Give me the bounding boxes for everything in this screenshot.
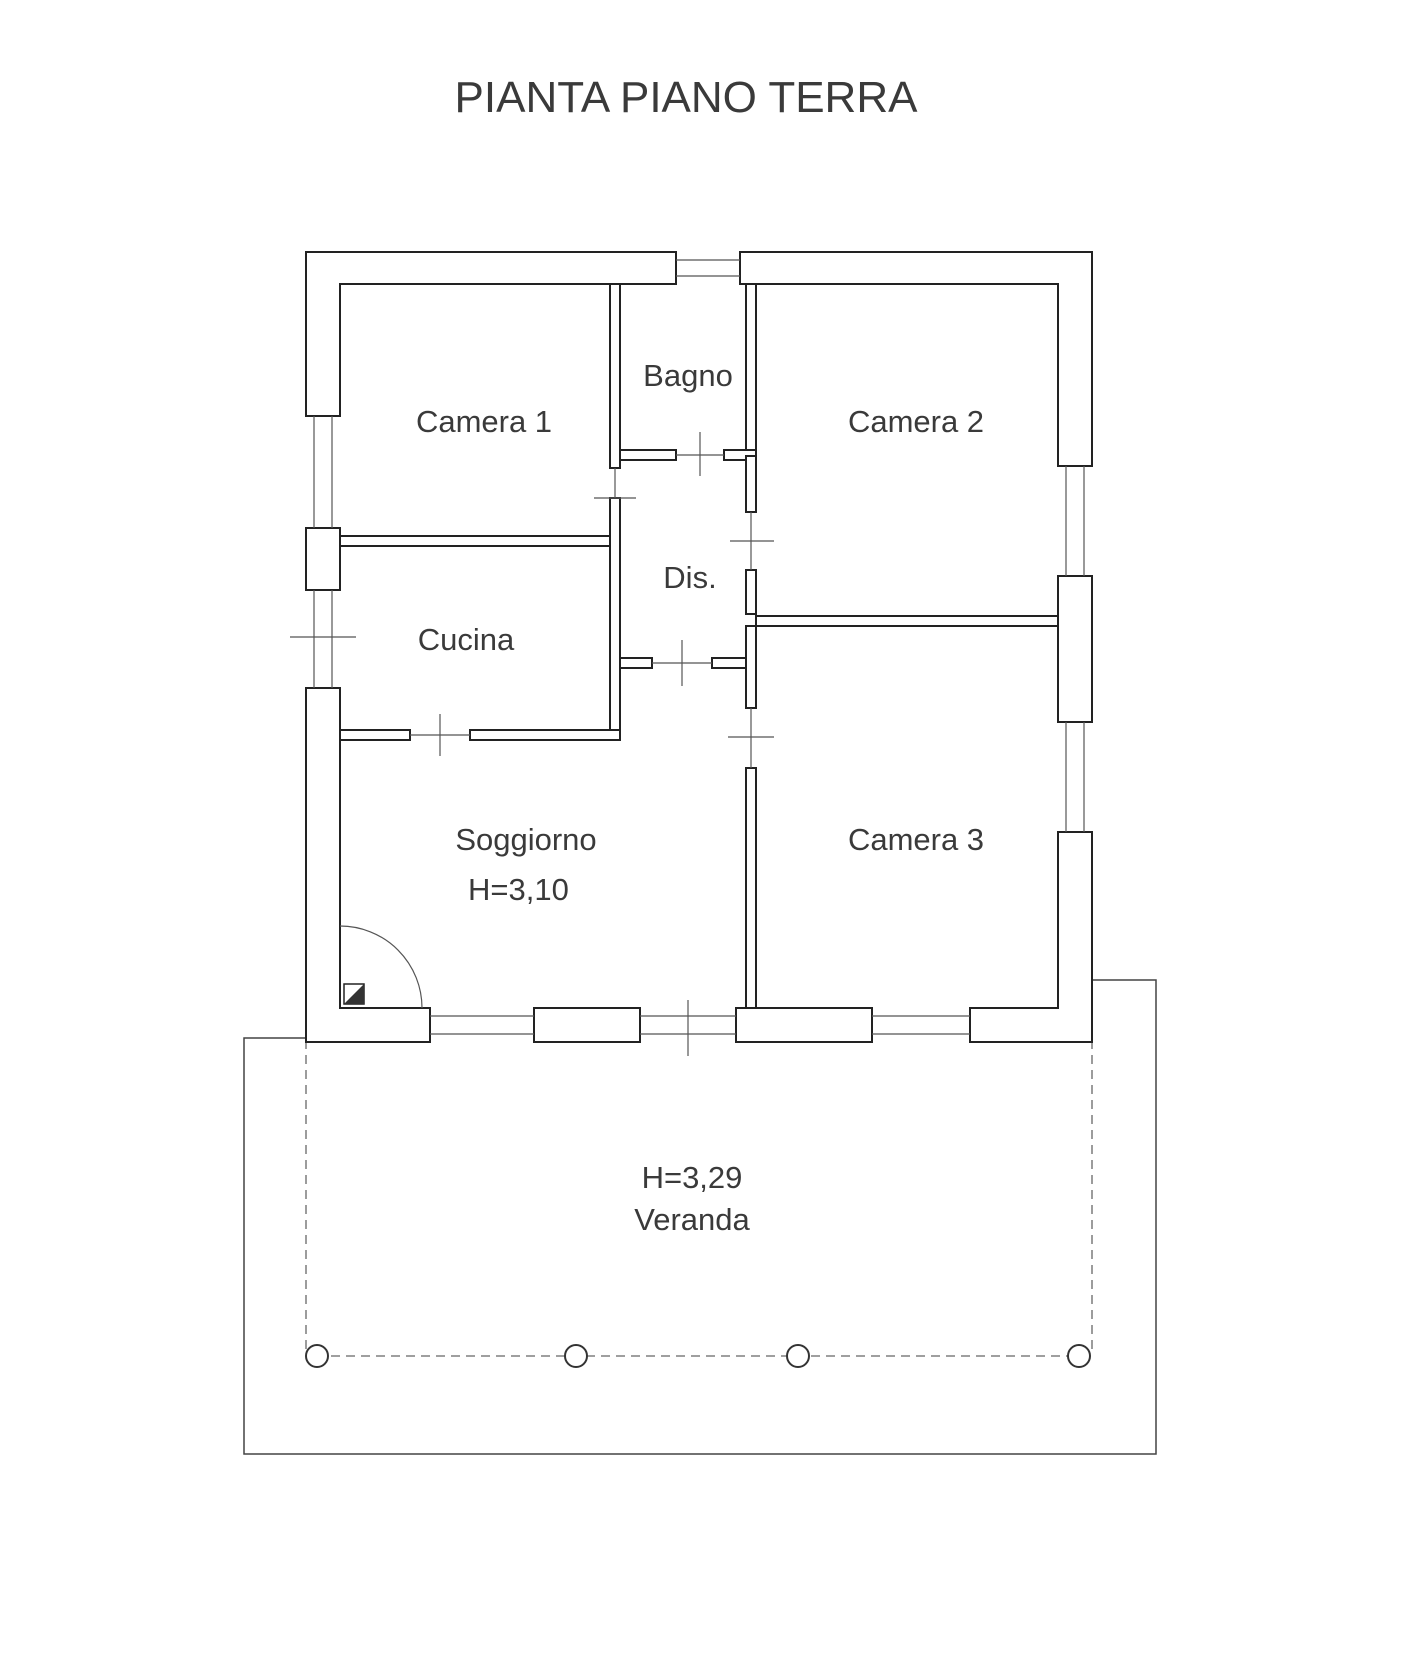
column <box>305 1344 329 1368</box>
door-markers <box>410 432 774 768</box>
plan-title: PIANTA PIANO TERRA <box>455 73 919 122</box>
room-label-veranda: Veranda <box>634 1202 750 1237</box>
room-label-camera-2: Camera 2 <box>848 404 984 439</box>
column <box>786 1344 810 1368</box>
exterior-walls <box>305 251 1093 1043</box>
room-label-cucina: Cucina <box>418 622 515 657</box>
room-label-dis: Dis. <box>663 560 716 595</box>
room-label-camera-1: Camera 1 <box>416 404 552 439</box>
room-label-bagno: Bagno <box>643 358 733 393</box>
windows <box>290 259 1085 1056</box>
room-label-camera-3: Camera 3 <box>848 822 984 857</box>
interior-walls <box>339 283 1059 1009</box>
room-label-soggiorno: Soggiorno <box>455 822 596 857</box>
column <box>1067 1344 1091 1368</box>
door-swing-arc <box>339 925 423 1009</box>
column <box>564 1344 588 1368</box>
veranda-columns <box>305 1344 1091 1368</box>
room-height-veranda: H=3,29 <box>642 1160 743 1195</box>
veranda-outline <box>243 979 1157 1455</box>
veranda-roof-line <box>305 1040 1093 1357</box>
room-height-soggiorno: H=3,10 <box>468 872 569 907</box>
